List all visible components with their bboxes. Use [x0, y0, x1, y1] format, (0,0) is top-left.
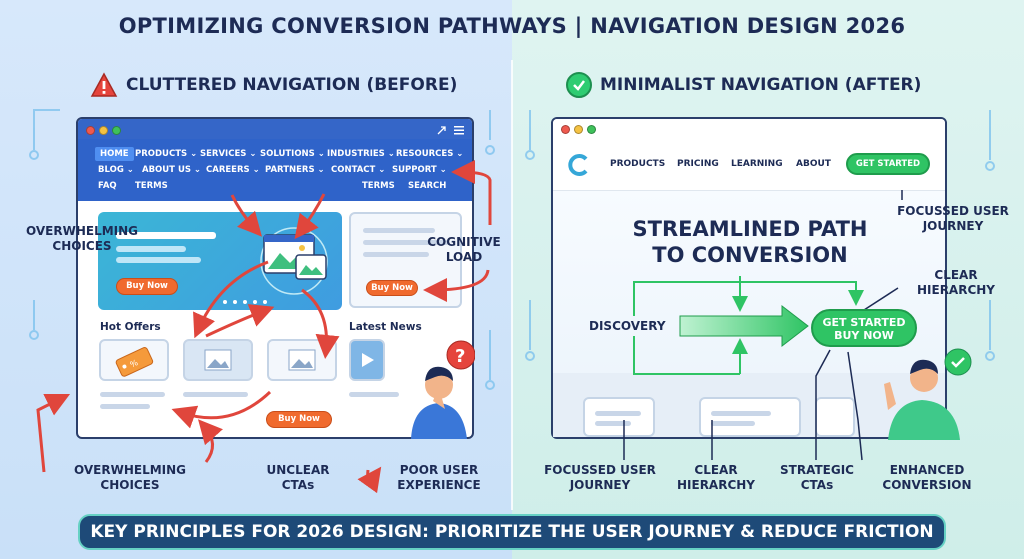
play-icon	[362, 353, 374, 367]
nav-search[interactable]: SEARCH	[408, 181, 447, 191]
nav-about[interactable]: ABOUT	[796, 159, 831, 169]
before-heading-text: CLUTTERED NAVIGATION (BEFORE)	[126, 75, 458, 95]
callout-enhanced-conversion: ENHANCED CONVERSION	[882, 463, 972, 492]
callout-clear-hierarchy-bottom: CLEAR HIERARCHY	[676, 463, 755, 492]
before-titlebar	[78, 119, 472, 141]
content-card	[699, 397, 801, 437]
side-buy-now-button[interactable]: Buy Now	[366, 280, 418, 296]
nav-careers[interactable]: CAREERS ⌄	[206, 165, 260, 175]
callout-focussed-user-journey-bottom: FOCUSSED USER JOURNEY	[544, 463, 656, 492]
price-tag-icon: %	[115, 347, 154, 377]
nav-about-us[interactable]: ABOUT US ⌄	[142, 165, 202, 175]
close-dot[interactable]	[561, 125, 570, 134]
conversion-flow-arrows	[623, 190, 903, 461]
discovery-label: DISCOVERY	[589, 319, 666, 333]
hero-buy-now-button[interactable]: Buy Now	[116, 278, 178, 295]
nav-solutions[interactable]: SOLUTIONS ⌄	[260, 149, 325, 159]
carousel-dots[interactable]	[223, 300, 267, 304]
tag-offer-tile[interactable]: %	[99, 339, 169, 381]
nav-products[interactable]: PRODUCTS ⌄	[135, 149, 198, 159]
cluttered-nav-bar: HOME PRODUCTS ⌄ SERVICES ⌄ SOLUTIONS ⌄ I…	[78, 139, 472, 201]
happy-person-illustration	[884, 348, 972, 440]
image-illustration-icon	[260, 227, 328, 295]
nav-products[interactable]: PRODUCTS	[610, 159, 666, 169]
primary-cta-line1: GET STARTED	[822, 316, 906, 329]
minimize-dot[interactable]	[574, 125, 583, 134]
video-tile[interactable]	[349, 339, 385, 381]
warning-icon	[90, 72, 118, 97]
check-icon	[566, 72, 592, 98]
svg-text:%: %	[129, 358, 140, 370]
brand-logo-icon[interactable]	[567, 153, 591, 177]
callout-overwhelming-choices-bottom: OVERWHELMING CHOICES	[73, 463, 187, 492]
nav-get-started-button[interactable]: GET STARTED	[846, 153, 930, 175]
primary-cta-button[interactable]: GET STARTED BUY NOW	[811, 309, 917, 347]
nav-support[interactable]: SUPPORT ⌄	[392, 165, 447, 175]
callout-overwhelming-choices-top: OVERWHELMING CHOICES	[25, 224, 139, 253]
nav-home[interactable]: HOME	[95, 147, 134, 161]
image-icon	[288, 349, 316, 371]
streamlined-title-line2: TO CONVERSION	[652, 243, 848, 267]
maximize-dot[interactable]	[587, 125, 596, 134]
callout-focussed-user-journey-top: FOCUSSED USER JOURNEY	[897, 204, 1009, 233]
callout-poor-user-experience: POOR USER EXPERIENCE	[397, 463, 481, 492]
callout-clear-hierarchy-top: CLEAR HIERARCHY	[916, 268, 995, 297]
key-principles-banner: KEY PRINCIPLES FOR 2026 DESIGN: PRIORITI…	[78, 514, 946, 550]
nav-partners[interactable]: PARTNERS ⌄	[265, 165, 325, 175]
tile-buy-now-button[interactable]: Buy Now	[266, 411, 332, 428]
check-icon	[951, 357, 965, 368]
streamlined-title-line1: STREAMLINED PATH	[632, 217, 868, 241]
maximize-dot[interactable]	[112, 125, 121, 135]
expand-and-menu-icon[interactable]	[436, 124, 466, 136]
minimize-dot[interactable]	[99, 125, 108, 135]
nav-terms[interactable]: TERMS	[135, 181, 168, 191]
latest-news-label: Latest News	[349, 321, 422, 333]
after-heading: MINIMALIST NAVIGATION (AFTER)	[566, 72, 921, 98]
after-heading-text: MINIMALIST NAVIGATION (AFTER)	[600, 75, 922, 95]
nav-services[interactable]: SERVICES ⌄	[200, 149, 257, 159]
callout-strategic-ctas: STRATEGIC CTAs	[780, 463, 854, 492]
nav-learning[interactable]: LEARNING	[731, 159, 783, 169]
image-tile-2[interactable]	[267, 339, 337, 381]
before-red-arrows	[36, 160, 492, 494]
close-dot[interactable]	[86, 125, 95, 135]
content-card	[583, 397, 655, 437]
before-heading: CLUTTERED NAVIGATION (BEFORE)	[90, 72, 457, 98]
nav-terms-duplicate[interactable]: TERMS	[362, 181, 395, 191]
nav-industries[interactable]: INDUSTRIES ⌄	[327, 149, 395, 159]
callout-cognitive-load: COGNITIVE LOAD	[427, 235, 501, 264]
nav-pricing[interactable]: PRICING	[677, 159, 719, 169]
primary-cta-line2: BUY NOW	[834, 329, 894, 342]
page-title: OPTIMIZING CONVERSION PATHWAYS | NAVIGAT…	[118, 14, 906, 38]
question-mark-icon: ?	[455, 346, 465, 367]
callout-unclear-ctas: UNCLEAR CTAs	[266, 463, 330, 492]
confused-person-illustration: ?	[411, 340, 475, 439]
nav-resources[interactable]: RESOURCES ⌄	[396, 149, 464, 159]
nav-faq[interactable]: FAQ	[98, 181, 117, 191]
hot-offers-label: Hot Offers	[100, 321, 161, 333]
panel-divider	[511, 60, 513, 510]
nav-blog[interactable]: BLOG ⌄	[98, 165, 134, 175]
streamlined-title: STREAMLINED PATH TO CONVERSION	[590, 216, 910, 268]
image-tile-1[interactable]	[183, 339, 253, 381]
image-icon	[204, 349, 232, 371]
nav-contact[interactable]: CONTACT ⌄	[331, 165, 386, 175]
